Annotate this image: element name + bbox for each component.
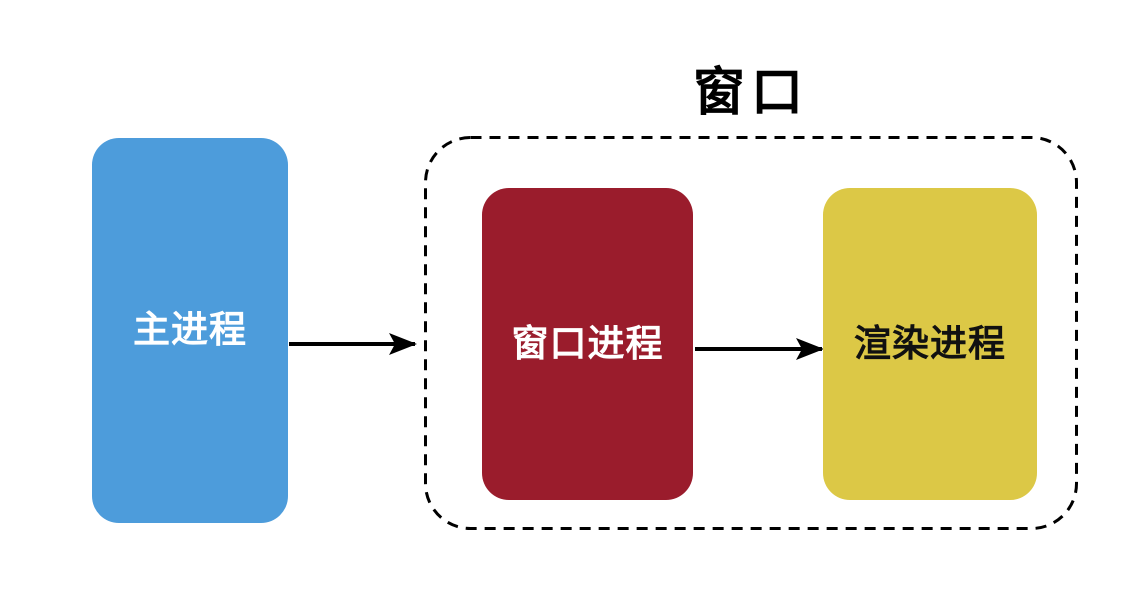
node-main-process-label: 主进程 [133, 309, 247, 351]
node-main-process: 主进程 [92, 138, 288, 523]
node-render-process: 渲染进程 [823, 188, 1037, 500]
node-render-process-label: 渲染进程 [854, 322, 1006, 364]
node-window-process-label: 窗口进程 [511, 322, 664, 364]
node-window-process: 窗口进程 [482, 188, 693, 500]
window-group-label: 窗口 [692, 64, 809, 122]
